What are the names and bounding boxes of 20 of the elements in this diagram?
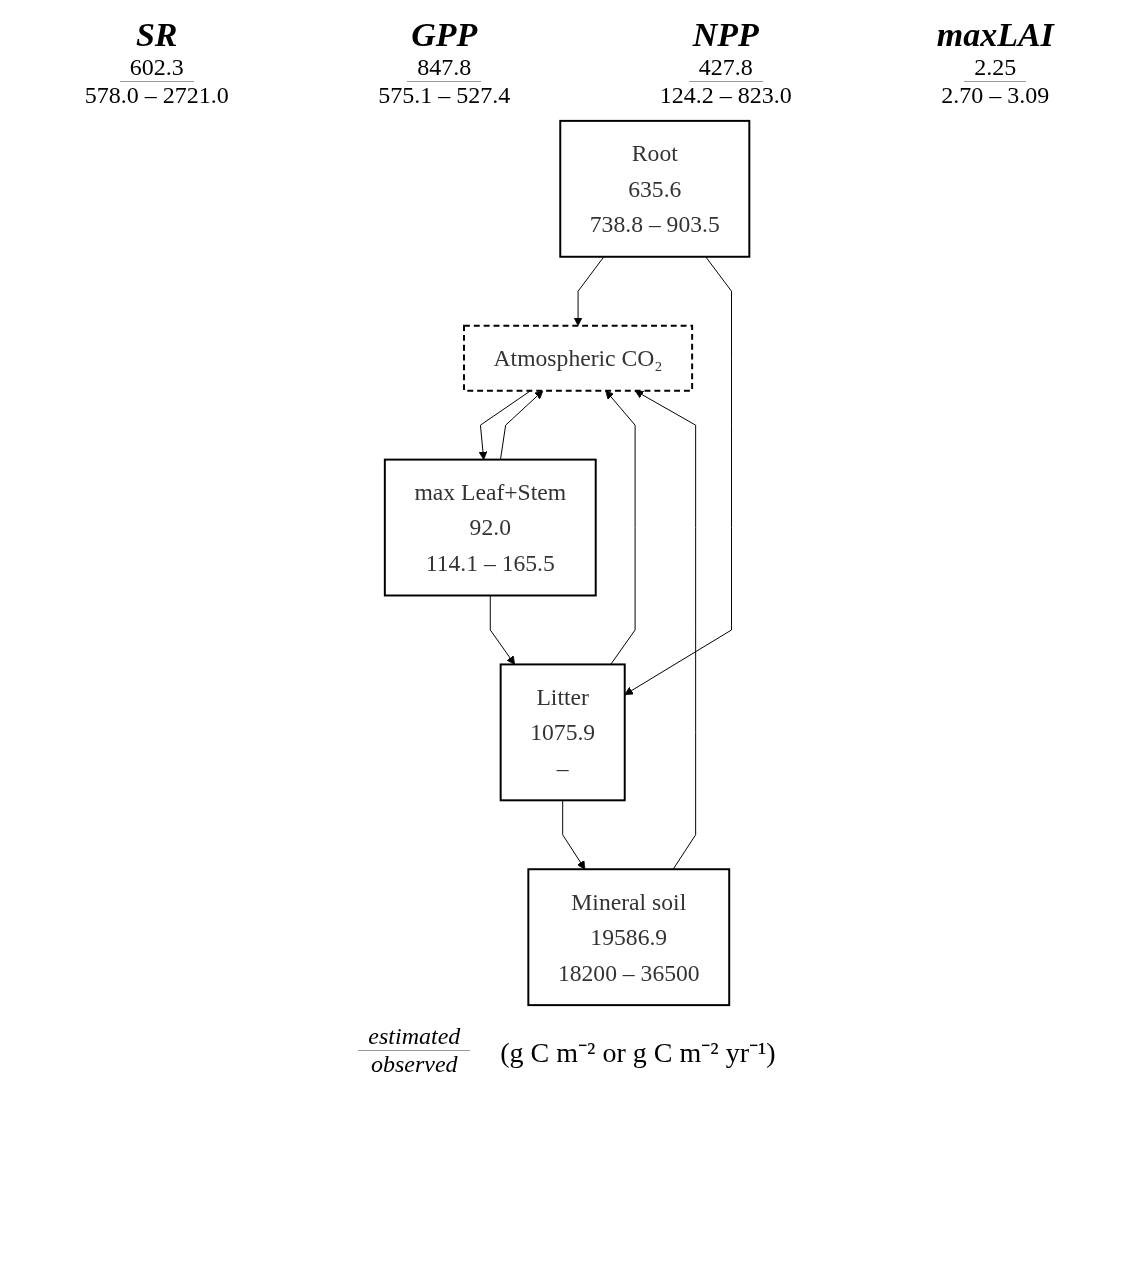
observed-range: 2.70 – 3.09 [940, 82, 1051, 109]
observed-range: 575.1 – 527.4 [377, 82, 512, 109]
node-box: max Leaf+Stem 92.0 114.1 – 165.5 [383, 458, 597, 597]
observed-range: 124.2 – 823.0 [658, 82, 793, 109]
variable-name: maxLAI [936, 16, 1054, 54]
node-box: Litter 1075.9 – [499, 663, 626, 802]
node-box: Root 635.6 738.8 – 903.5 [559, 119, 751, 258]
estimated-value: 847.8 [407, 54, 482, 82]
variable-name: SR [135, 16, 178, 54]
variable-name: GPP [411, 16, 478, 54]
node-box: Atmospheric CO₂ [462, 324, 694, 392]
estimated-value: 427.8 [688, 54, 763, 82]
legend-estimated: estimated [358, 1023, 471, 1051]
variable-name: NPP [692, 16, 759, 54]
estimated-value: 2.25 [964, 54, 1027, 82]
legend-observed: observed [370, 1051, 459, 1078]
observed-range: 578.0 – 2721.0 [83, 82, 230, 109]
unit-note: (g C m⁻² or g C m⁻² yr⁻¹) [500, 1035, 776, 1070]
estimated-value: 602.3 [119, 54, 194, 82]
node-box: Mineral soil 19586.9 18200 – 36500 [527, 868, 731, 1007]
